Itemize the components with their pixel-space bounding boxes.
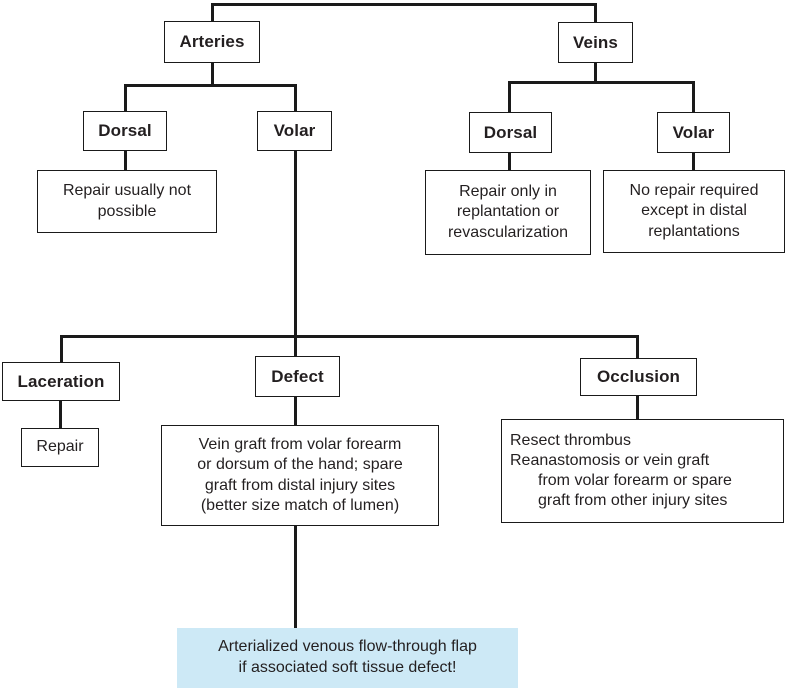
connector-defect-outcome-to-highlight — [294, 526, 297, 629]
node-defect-label: Defect — [271, 366, 324, 386]
node-laceration-label: Laceration — [17, 371, 105, 391]
node-laceration-outcome: Repair — [21, 428, 99, 467]
connector-veins-dorsal-stem — [508, 153, 511, 171]
node-veins-dorsal-label: Dorsal — [483, 122, 538, 142]
outcome-line: No repair required — [629, 182, 759, 200]
node-veins-volar-outcome: No repair required except in distal repl… — [603, 170, 785, 253]
connector-top-to-veins — [594, 3, 597, 23]
node-arteries-dorsal: Dorsal — [83, 111, 167, 151]
highlight-note: Arterialized venous flow-through flap if… — [177, 628, 518, 688]
connector-top-bracket — [211, 3, 597, 6]
node-defect: Defect — [255, 356, 340, 397]
node-defect-outcome: Vein graft from volar forearm or dorsum … — [161, 425, 439, 526]
outcome-line: replantations — [648, 222, 740, 240]
connector-veins-volar-stem — [692, 153, 695, 171]
connector-bracket-to-occlusion — [636, 335, 639, 359]
outcome-line: Resect thrombus — [510, 431, 631, 449]
connector-veins-stem — [594, 63, 597, 84]
outcome-line: possible — [97, 202, 157, 220]
connector-top-to-arteries — [211, 3, 214, 22]
connector-bracket-to-arteries-volar — [294, 84, 297, 112]
outcome-line: Reanastomosis or vein graft — [510, 451, 710, 469]
outcome-line: Repair usually not — [62, 182, 192, 200]
outcome-line: from volar forearm or spare — [538, 472, 732, 489]
connector-defect-stem — [294, 397, 297, 426]
outcome-line: graft from other injury sites — [538, 492, 728, 510]
outcome-line: replantation or — [456, 203, 560, 221]
node-arteries: Arteries — [164, 21, 260, 63]
node-veins-dorsal-outcome: Repair only in replantation or revascula… — [425, 170, 591, 255]
outcome-line: or dorsum of the hand; spare — [197, 456, 403, 474]
node-arteries-volar: Volar — [257, 111, 332, 151]
connector-arteries-stem — [211, 63, 214, 84]
node-veins-volar: Volar — [657, 112, 730, 153]
connector-arteries-bracket — [124, 84, 297, 87]
node-occlusion-label: Occlusion — [596, 367, 681, 386]
highlight-line: Arterialized venous flow-through flap — [218, 638, 477, 656]
outcome-line: Repair — [36, 438, 84, 456]
connector-bracket-to-laceration — [60, 335, 63, 363]
connector-volar-bracket — [60, 335, 639, 338]
outcome-line: (better size match of lumen) — [200, 496, 400, 514]
connector-veins-bracket — [508, 81, 695, 84]
node-occlusion: Occlusion — [580, 358, 697, 396]
connector-arteries-volar-long-stem — [294, 151, 297, 357]
outcome-line: Repair only in — [459, 183, 557, 201]
node-arteries-volar-label: Volar — [273, 121, 316, 140]
node-occlusion-outcome: Resect thrombus Reanastomosis or vein gr… — [501, 419, 784, 523]
connector-occlusion-stem — [636, 396, 639, 420]
connector-laceration-stem — [59, 401, 62, 429]
node-arteries-dorsal-outcome: Repair usually not possible — [37, 170, 217, 233]
connector-bracket-to-veins-volar — [692, 81, 695, 112]
node-laceration: Laceration — [2, 362, 120, 401]
node-veins-label: Veins — [573, 32, 618, 52]
node-veins-volar-label: Volar — [672, 122, 715, 142]
node-veins-dorsal: Dorsal — [469, 112, 552, 153]
connector-bracket-to-arteries-dorsal — [124, 84, 127, 112]
node-veins: Veins — [558, 22, 633, 63]
highlight-line: if associated soft tissue defect! — [238, 659, 457, 676]
connector-bracket-to-veins-dorsal — [508, 81, 511, 112]
connector-arteries-dorsal-stem — [124, 151, 127, 171]
node-arteries-label: Arteries — [179, 32, 245, 51]
node-arteries-dorsal-label: Dorsal — [98, 121, 152, 140]
outcome-line: graft from distal injury sites — [204, 476, 396, 494]
outcome-line: revascularization — [447, 223, 569, 241]
outcome-line: Vein graft from volar forearm — [198, 436, 402, 454]
outcome-line: except in distal — [641, 202, 747, 220]
